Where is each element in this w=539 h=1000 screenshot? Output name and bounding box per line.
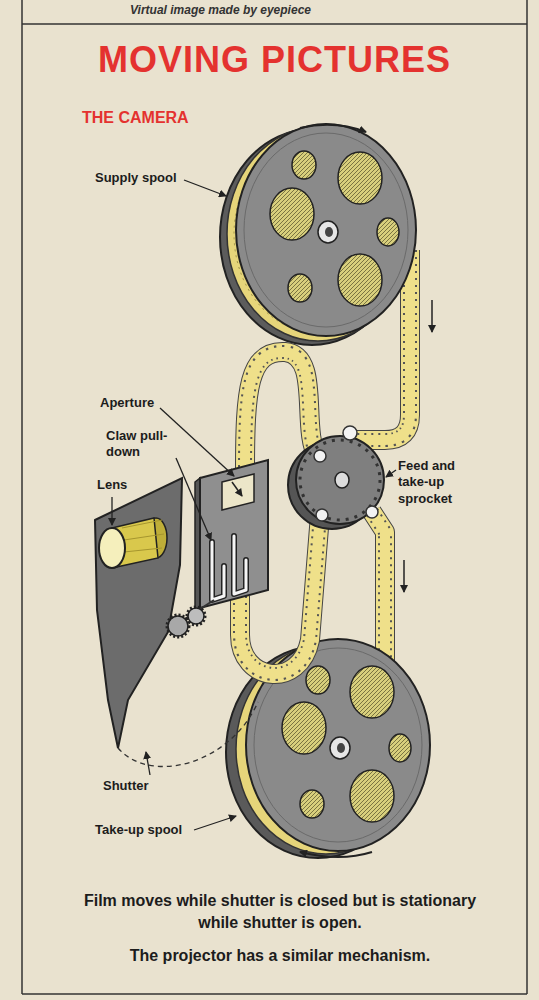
illustration-part bbox=[282, 702, 326, 754]
illustration-part bbox=[244, 133, 408, 327]
illustration-part bbox=[296, 436, 384, 524]
illustration-part bbox=[160, 408, 234, 476]
illustration-part bbox=[234, 536, 246, 594]
illustration-part bbox=[314, 450, 326, 462]
illustration-part bbox=[335, 472, 349, 488]
illustration-part bbox=[300, 125, 366, 132]
illustration-part bbox=[431, 300, 433, 332]
part-label: Lens bbox=[97, 477, 147, 493]
illustration-part bbox=[176, 458, 211, 540]
illustration-part bbox=[236, 124, 416, 336]
illustration-part bbox=[270, 188, 314, 240]
illustration-part bbox=[168, 616, 188, 636]
note: The projector has a similar mechanism. bbox=[70, 946, 490, 966]
illustration-part bbox=[21, 0, 23, 994]
illustration-part bbox=[234, 536, 246, 594]
illustration-part bbox=[325, 227, 333, 237]
illustration-part bbox=[212, 542, 224, 600]
illustration-part bbox=[95, 478, 182, 748]
part-label: Shutter bbox=[103, 778, 173, 794]
lens bbox=[99, 518, 167, 568]
illustration-part bbox=[22, 993, 527, 995]
illustration-part bbox=[366, 506, 378, 518]
illustration-part bbox=[122, 520, 164, 552]
illustration-part bbox=[300, 790, 324, 818]
illustration-part bbox=[111, 497, 112, 525]
illustration-part bbox=[316, 509, 328, 521]
part-label: Claw pull-down bbox=[106, 428, 178, 461]
part-label: Aperture bbox=[100, 395, 180, 411]
illustration-part bbox=[222, 474, 254, 510]
shutter bbox=[95, 478, 258, 767]
illustration-part bbox=[306, 666, 330, 694]
illustration-part bbox=[300, 440, 380, 520]
section-heading: THE CAMERA bbox=[82, 108, 282, 128]
illustration-part bbox=[350, 770, 394, 822]
page-frame bbox=[22, 0, 527, 994]
illustration-part bbox=[350, 666, 394, 718]
illustration-part bbox=[300, 852, 372, 857]
illustration-part bbox=[337, 743, 345, 753]
part-label: Supply spool bbox=[95, 170, 195, 186]
sprocket bbox=[288, 426, 384, 529]
aperture-plate bbox=[195, 460, 268, 612]
illustration-part bbox=[318, 221, 338, 243]
page-title: MOVING PICTURES bbox=[22, 36, 527, 85]
gear-train bbox=[167, 600, 214, 637]
illustration-part bbox=[184, 180, 226, 196]
illustration-part bbox=[292, 151, 316, 179]
illustration-part bbox=[389, 734, 411, 762]
illustration-part bbox=[194, 816, 236, 830]
illustration-part bbox=[403, 560, 405, 592]
illustration-part bbox=[188, 608, 204, 624]
film-direction-arrows bbox=[404, 300, 432, 592]
illustration-part bbox=[167, 615, 189, 637]
leader-lines bbox=[112, 180, 396, 830]
illustration-part bbox=[526, 0, 528, 994]
illustration-part bbox=[338, 254, 382, 306]
illustration-part bbox=[338, 152, 382, 204]
illustration-part bbox=[288, 274, 312, 302]
illustration-part bbox=[22, 23, 527, 25]
illustration-part bbox=[118, 702, 258, 767]
illustration-part bbox=[377, 218, 399, 246]
cut-off-heading: Virtual image made by eyepiece bbox=[130, 3, 430, 18]
illustration-part bbox=[146, 752, 150, 775]
claw-pull-down bbox=[212, 536, 246, 600]
illustration-part bbox=[343, 426, 357, 440]
part-label: Feed and take-up sprocket bbox=[398, 458, 472, 507]
illustration-part bbox=[232, 482, 242, 496]
illustration-part bbox=[200, 460, 268, 608]
illustration-part bbox=[330, 737, 350, 759]
illustration-part bbox=[187, 607, 205, 625]
caption: Film moves while shutter is closed but i… bbox=[70, 890, 490, 933]
illustration-part bbox=[386, 470, 396, 477]
illustration-part bbox=[99, 528, 125, 568]
illustration-part bbox=[212, 542, 224, 600]
part-label: Take-up spool bbox=[95, 822, 195, 838]
supply-spool bbox=[236, 124, 416, 336]
